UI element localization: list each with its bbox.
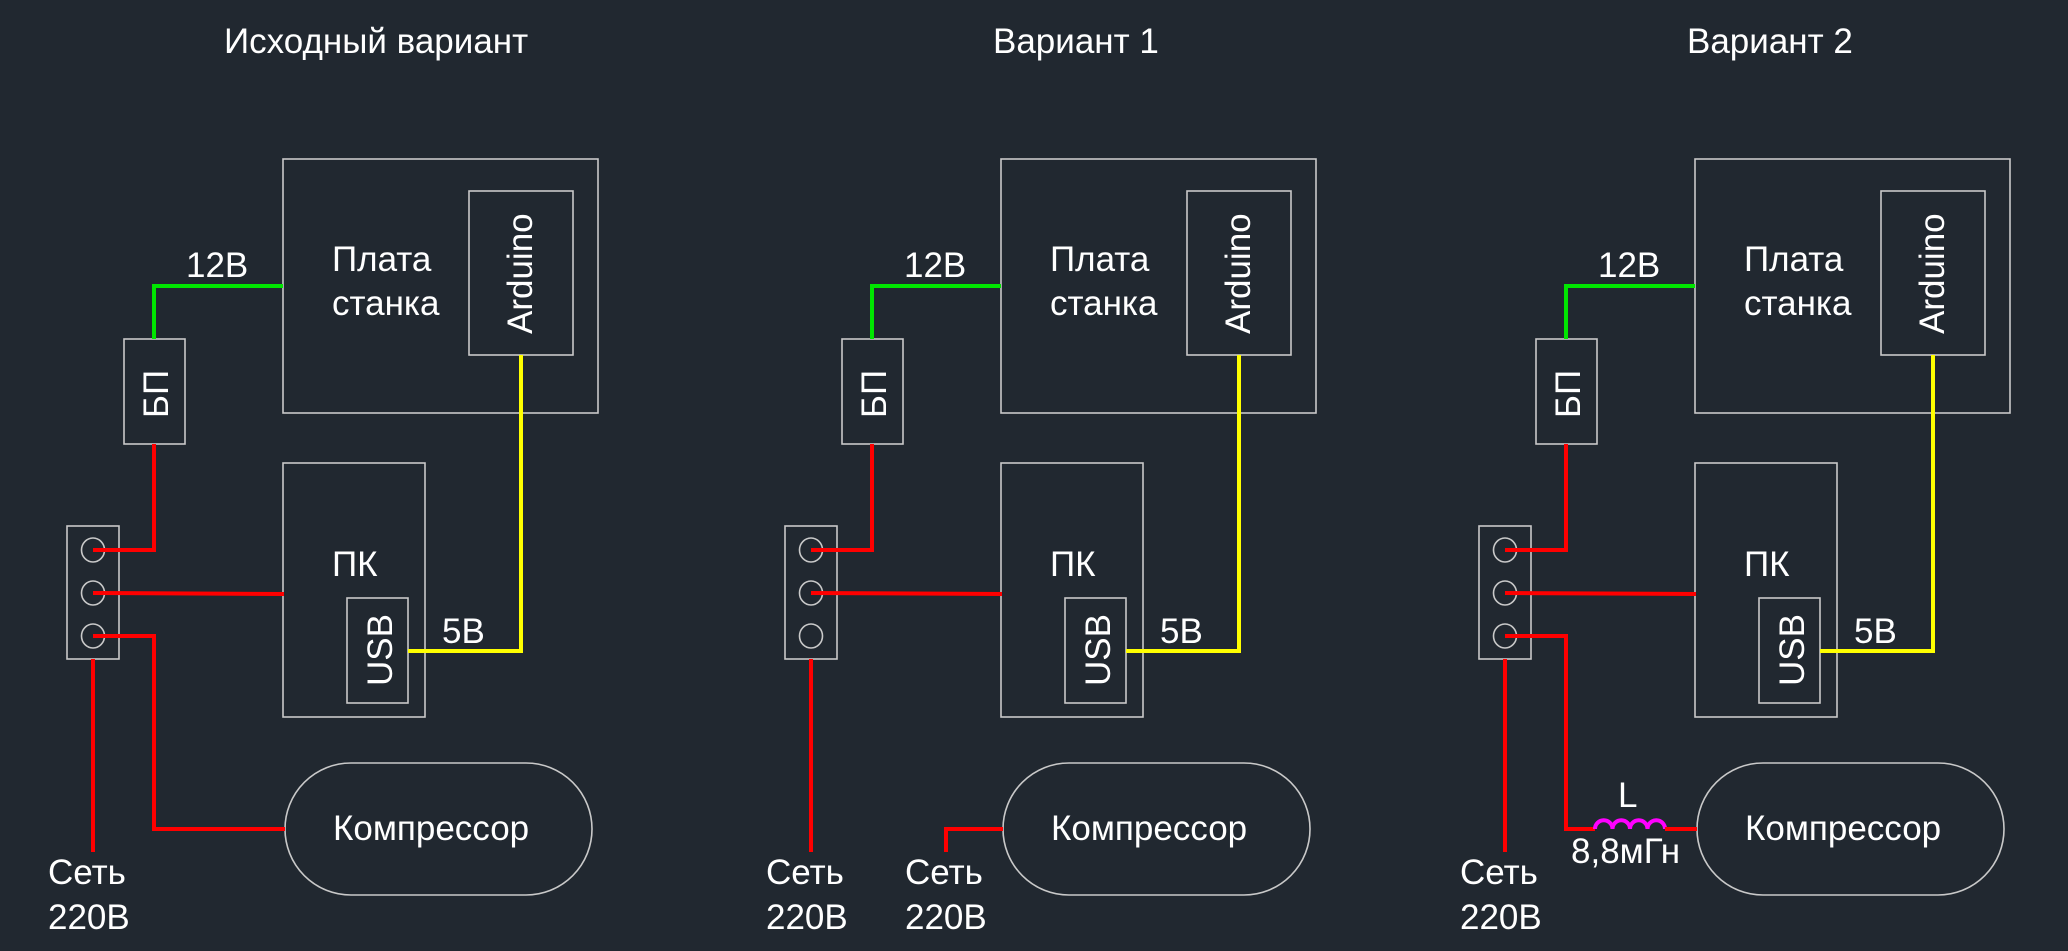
mains-label-line2: 220В xyxy=(1460,898,1542,937)
wire-12v xyxy=(152,284,283,339)
psu-label: БП xyxy=(137,370,176,418)
socket-3 xyxy=(798,623,824,649)
mains-label-2-line2: 220В xyxy=(905,898,987,937)
wire-pc-mains xyxy=(810,591,1003,596)
compressor-label: Компрессор xyxy=(1745,809,1941,848)
wire-5v xyxy=(408,355,523,653)
compressor-label: Компрессор xyxy=(333,809,529,848)
wire-12v xyxy=(1564,284,1695,339)
arduino-label: Arduino xyxy=(1913,213,1952,334)
wire-5v xyxy=(1126,355,1241,653)
wire-psu-mains xyxy=(1505,444,1568,552)
mains-label-line2: 220В xyxy=(766,898,848,937)
machine-board-label-line1: Плата xyxy=(1744,240,1844,279)
wire-pc-mains xyxy=(92,591,285,596)
psu-label: БП xyxy=(1549,370,1588,418)
arduino-label: Arduino xyxy=(501,213,540,334)
mains-label-line2: 220В xyxy=(48,898,130,937)
machine-board-label-line2: станка xyxy=(1050,284,1158,323)
pc-box xyxy=(1000,462,1144,718)
diagram-title: Вариант 2 xyxy=(1687,22,1853,61)
usb-label: USB xyxy=(1079,614,1118,686)
pc-box xyxy=(1694,462,1838,718)
machine-board-label-line1: Плата xyxy=(1050,240,1150,279)
compressor-label: Компрессор xyxy=(1051,809,1247,848)
wire-5v xyxy=(1820,355,1935,653)
usb-label: USB xyxy=(361,614,400,686)
psu-label: БП xyxy=(855,370,894,418)
inductor-coil xyxy=(1593,818,1667,830)
wire-compressor-in xyxy=(1505,634,1595,831)
wire-12v-label: 12В xyxy=(186,246,248,285)
machine-board-label-line2: станка xyxy=(332,284,440,323)
wire-12v-label: 12В xyxy=(1598,246,1660,285)
pc-label: ПК xyxy=(332,545,378,584)
wire-psu-mains xyxy=(93,444,156,552)
wire-compressor xyxy=(93,634,285,831)
wire-pc-mains xyxy=(1504,591,1697,596)
wire-compressor xyxy=(944,827,1003,852)
diagram-title: Исходный вариант xyxy=(224,22,528,61)
machine-board-label-line2: станка xyxy=(1744,284,1852,323)
mains-label-2-line1: Сеть xyxy=(905,853,983,892)
mains-label-line1: Сеть xyxy=(1460,853,1538,892)
mains-label-line1: Сеть xyxy=(48,853,126,892)
wire-5v-label: 5В xyxy=(442,612,485,651)
mains-label-line1: Сеть xyxy=(766,853,844,892)
pc-label: ПК xyxy=(1050,545,1096,584)
wire-12v-label: 12В xyxy=(904,246,966,285)
pc-label: ПК xyxy=(1744,545,1790,584)
machine-board-label-line1: Плата xyxy=(332,240,432,279)
wire-5v-label: 5В xyxy=(1854,612,1897,651)
diagram-title: Вариант 1 xyxy=(993,22,1159,61)
wire-5v-label: 5В xyxy=(1160,612,1203,651)
inductor-name: L xyxy=(1618,776,1637,815)
wire-psu-mains xyxy=(811,444,874,552)
wire-12v xyxy=(870,284,1001,339)
usb-label: USB xyxy=(1773,614,1812,686)
arduino-label: Arduino xyxy=(1219,213,1258,334)
inductor-value: 8,8мГн xyxy=(1571,832,1680,871)
pc-box xyxy=(282,462,426,718)
